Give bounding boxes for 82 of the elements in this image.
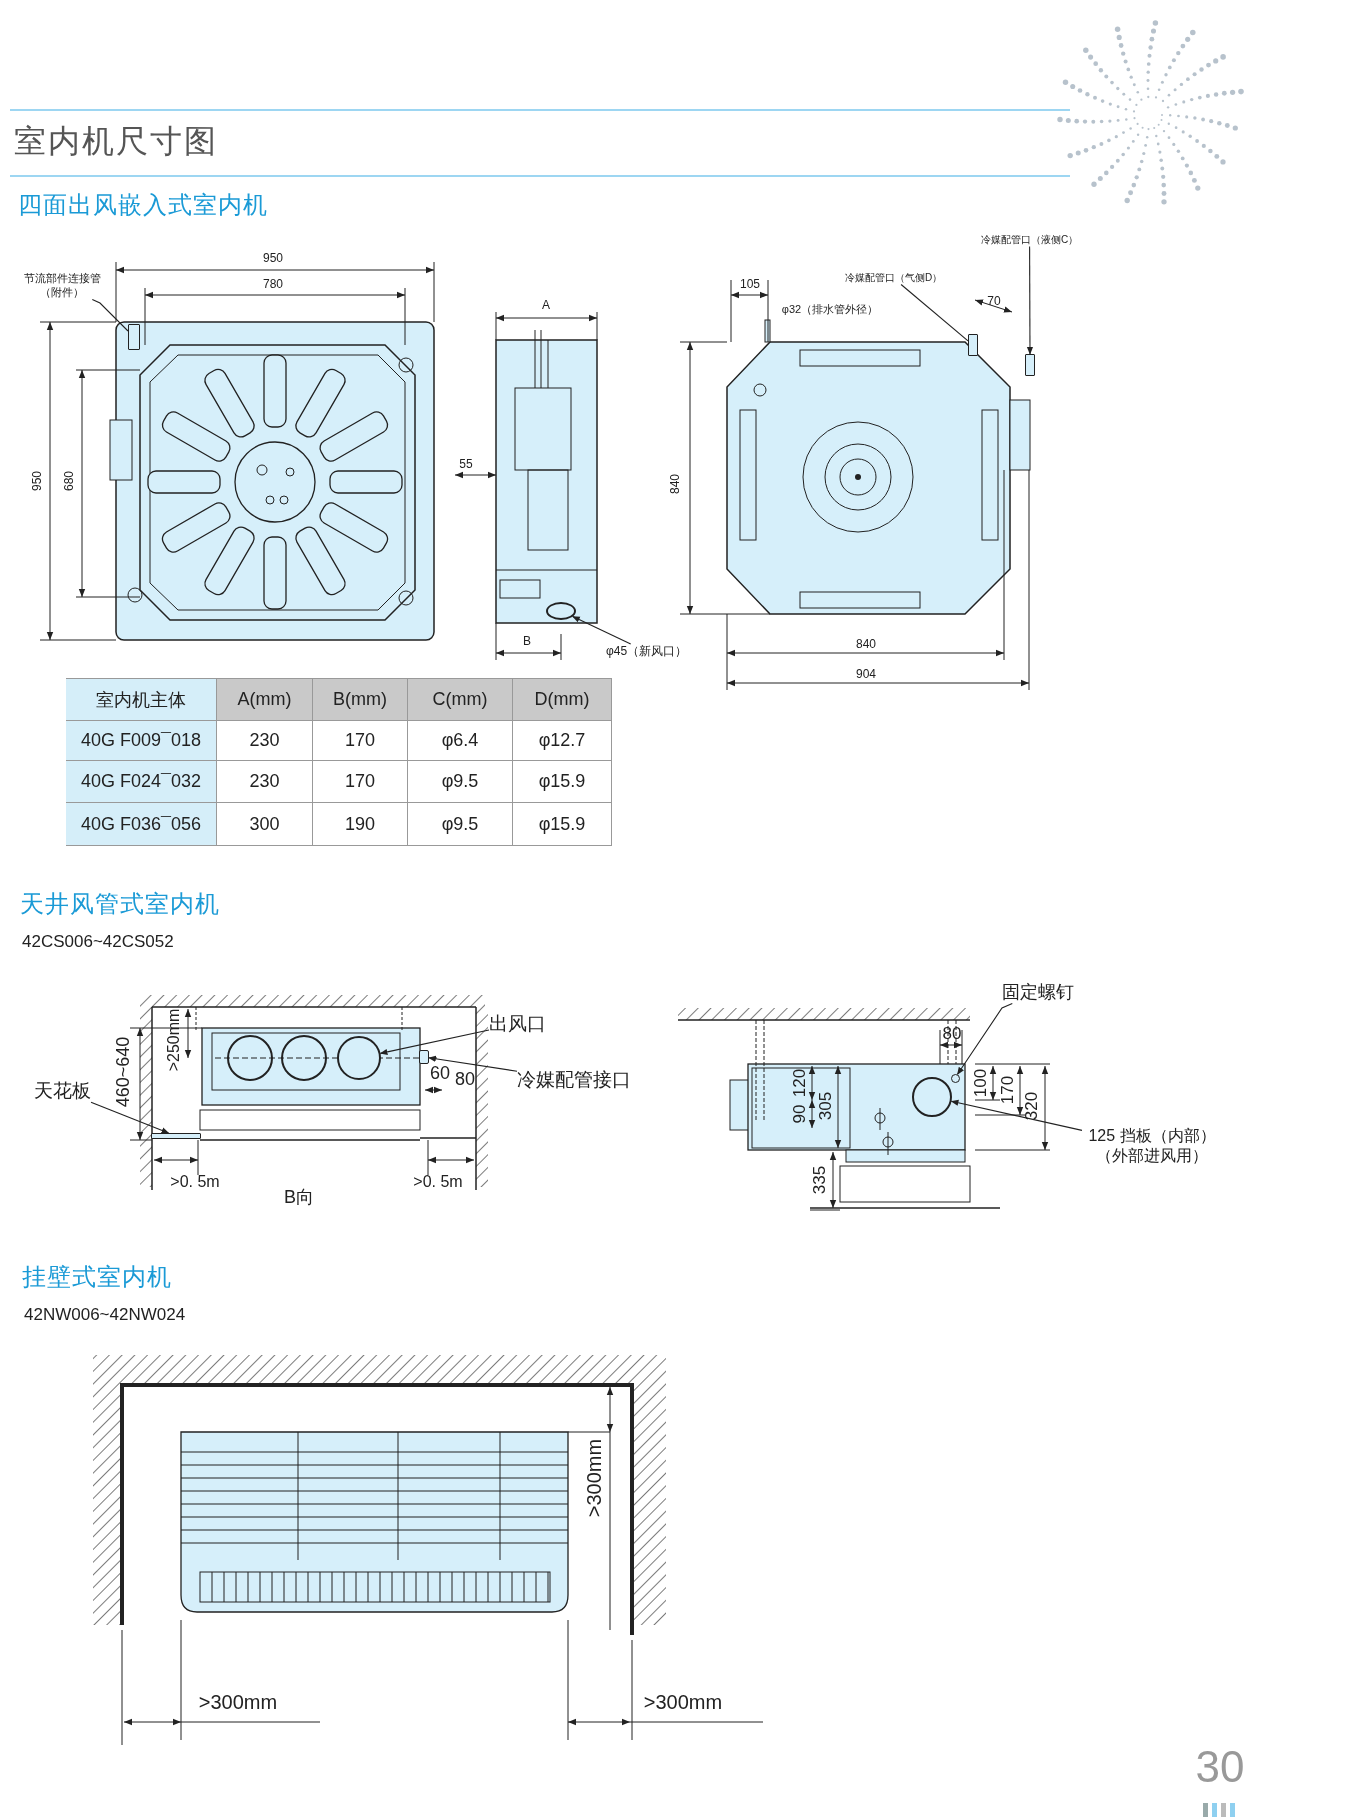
leader-line xyxy=(428,1055,518,1072)
dimension-label: 170 xyxy=(998,1075,1018,1105)
table-row-header: 40G F036¯056 xyxy=(66,803,217,846)
dimension-label: 305 xyxy=(816,1091,836,1121)
dimension-label: 680 xyxy=(63,471,77,491)
table-cell: φ9.5 xyxy=(408,761,513,803)
table-cell: 230 xyxy=(217,721,313,761)
table-header-cell: A(mm) xyxy=(217,678,313,721)
model-range-text: 42NW006~42NW024 xyxy=(24,1305,186,1325)
callout-label: 125 挡板（内部） （外部进风用） xyxy=(1082,1126,1222,1166)
model-range-text: 42CS006~42CS052 xyxy=(22,932,174,952)
section-heading: 天井风管式室内机 xyxy=(20,890,220,918)
dimension-label: 105 xyxy=(740,278,760,292)
table-cell: φ6.4 xyxy=(408,721,513,761)
table-cell: 170 xyxy=(313,761,408,803)
dimension-label: 460~640 xyxy=(114,1036,134,1108)
dimension-label: >0. 5m xyxy=(413,1173,463,1191)
leader-line xyxy=(956,1002,1013,1075)
leader-line xyxy=(91,298,129,332)
dimension-label: 60 xyxy=(430,1064,450,1084)
callout-label: 冷媒配管口（气侧D） xyxy=(845,272,943,285)
pipe-connector xyxy=(419,1050,429,1064)
table-header-cell: B(mm) xyxy=(313,678,408,721)
dimension-label: 70 xyxy=(987,295,1001,309)
table-cell: φ9.5 xyxy=(408,803,513,846)
table-row-header: 40G F024¯032 xyxy=(66,761,217,803)
table-cell: φ15.9 xyxy=(513,761,612,803)
fixing-screw xyxy=(950,1073,960,1083)
leader-line xyxy=(1026,245,1034,355)
dimension-label: 55 xyxy=(459,458,473,472)
table-cell: 190 xyxy=(313,803,408,846)
table-header-cell: C(mm) xyxy=(408,678,513,721)
dimension-label: 90 xyxy=(790,1104,810,1124)
dimension-label: 80 xyxy=(942,1024,962,1044)
dimension-label: >250mm xyxy=(165,1008,183,1072)
view-direction-label: B向 xyxy=(284,1188,314,1208)
leader-line xyxy=(900,283,969,342)
callout-label: 天花板 xyxy=(34,1079,91,1103)
dimension-label: 904 xyxy=(856,668,876,682)
dimension-label: 100 xyxy=(971,1068,991,1098)
dimension-label: >0. 5m xyxy=(170,1173,220,1191)
callout-label: 冷媒配管口（液侧C） xyxy=(981,234,1079,247)
dimension-label: 335 xyxy=(810,1165,830,1195)
dimension-label: >300mm xyxy=(643,1691,723,1713)
pipe-fitting xyxy=(968,334,978,356)
dimension-label: 840 xyxy=(669,474,683,494)
ceiling-panel xyxy=(151,1133,201,1139)
pipe-fitting xyxy=(1025,354,1035,376)
section-heading: 四面出风嵌入式室内机 xyxy=(18,191,268,219)
table-cell: φ15.9 xyxy=(513,803,612,846)
pipe-fitting xyxy=(128,324,140,350)
table-cell: 300 xyxy=(217,803,313,846)
leader-line xyxy=(950,1099,1083,1131)
page-title: 室内机尺寸图 xyxy=(14,124,218,160)
callout-label: 出风口 xyxy=(489,1012,546,1036)
leader-line xyxy=(379,1029,490,1055)
table-header-cell: 室内机主体 xyxy=(66,678,217,721)
dimension-label: 840 xyxy=(856,638,876,652)
dimension-label: 120 xyxy=(790,1068,810,1098)
dimension-label: B xyxy=(523,635,531,649)
callout-label: 固定螺钉 xyxy=(1002,981,1074,1004)
callout-label: 冷媒配管接口 xyxy=(517,1068,631,1092)
leader-line xyxy=(90,1101,170,1134)
dimension-label: 780 xyxy=(263,278,283,292)
dimension-label: A xyxy=(542,299,550,313)
dimension-label: 320 xyxy=(1022,1091,1042,1121)
dimension-label: >300mm xyxy=(198,1691,278,1713)
dimension-label: 950 xyxy=(31,471,45,491)
section-heading: 挂壁式室内机 xyxy=(22,1263,172,1291)
leader-line xyxy=(572,616,632,645)
callout-label: 节流部件连接管（附件） xyxy=(22,272,102,300)
table-cell: φ12.7 xyxy=(513,721,612,761)
table-header-cell: D(mm) xyxy=(513,678,612,721)
dimension-label: 950 xyxy=(263,252,283,266)
dimension-label: 80 xyxy=(455,1070,475,1090)
table-row-header: 40G F009¯018 xyxy=(66,721,217,761)
dimension-label: >300mm xyxy=(583,1438,605,1518)
page-number: 30 xyxy=(1195,1742,1245,1792)
callout-label: φ45（新风口） xyxy=(606,644,688,659)
table-cell: 230 xyxy=(217,761,313,803)
table-cell: 170 xyxy=(313,721,408,761)
dimension-label: φ32（排水管外径） xyxy=(781,302,879,316)
